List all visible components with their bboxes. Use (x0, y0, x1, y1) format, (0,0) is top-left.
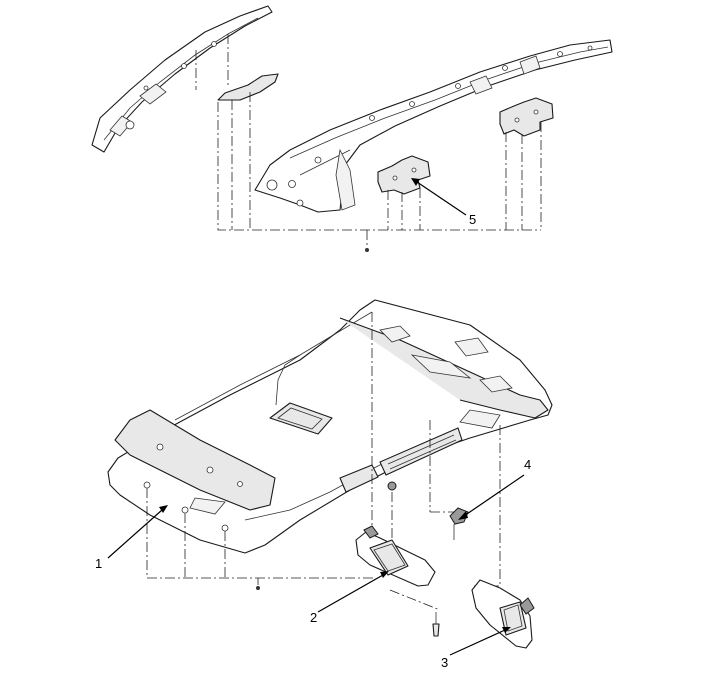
roof-side-rail-frame (91, 5, 613, 213)
sun-visor-right (471, 579, 535, 649)
callout-label-5: 5 (469, 212, 476, 227)
roof-bracket-center (377, 155, 431, 195)
callout-label-1: 1 (95, 556, 102, 571)
frame-leader-lines (195, 34, 542, 252)
roof-headlining (107, 299, 553, 554)
callout-2: 2 (310, 571, 389, 625)
sun-visor-left (355, 525, 436, 587)
mounting-screw (432, 612, 440, 637)
callout-label-3: 3 (441, 655, 448, 670)
callout-4: 4 (458, 457, 531, 520)
sun-visor-holder (449, 507, 469, 540)
callout-1: 1 (95, 505, 168, 571)
callout-label-2: 2 (310, 610, 317, 625)
roof-bracket-left (217, 73, 279, 101)
callout-3: 3 (441, 627, 511, 670)
callout-label-4: 4 (524, 457, 531, 472)
callout-5: 5 (411, 178, 476, 227)
roof-bracket-right (499, 97, 554, 137)
